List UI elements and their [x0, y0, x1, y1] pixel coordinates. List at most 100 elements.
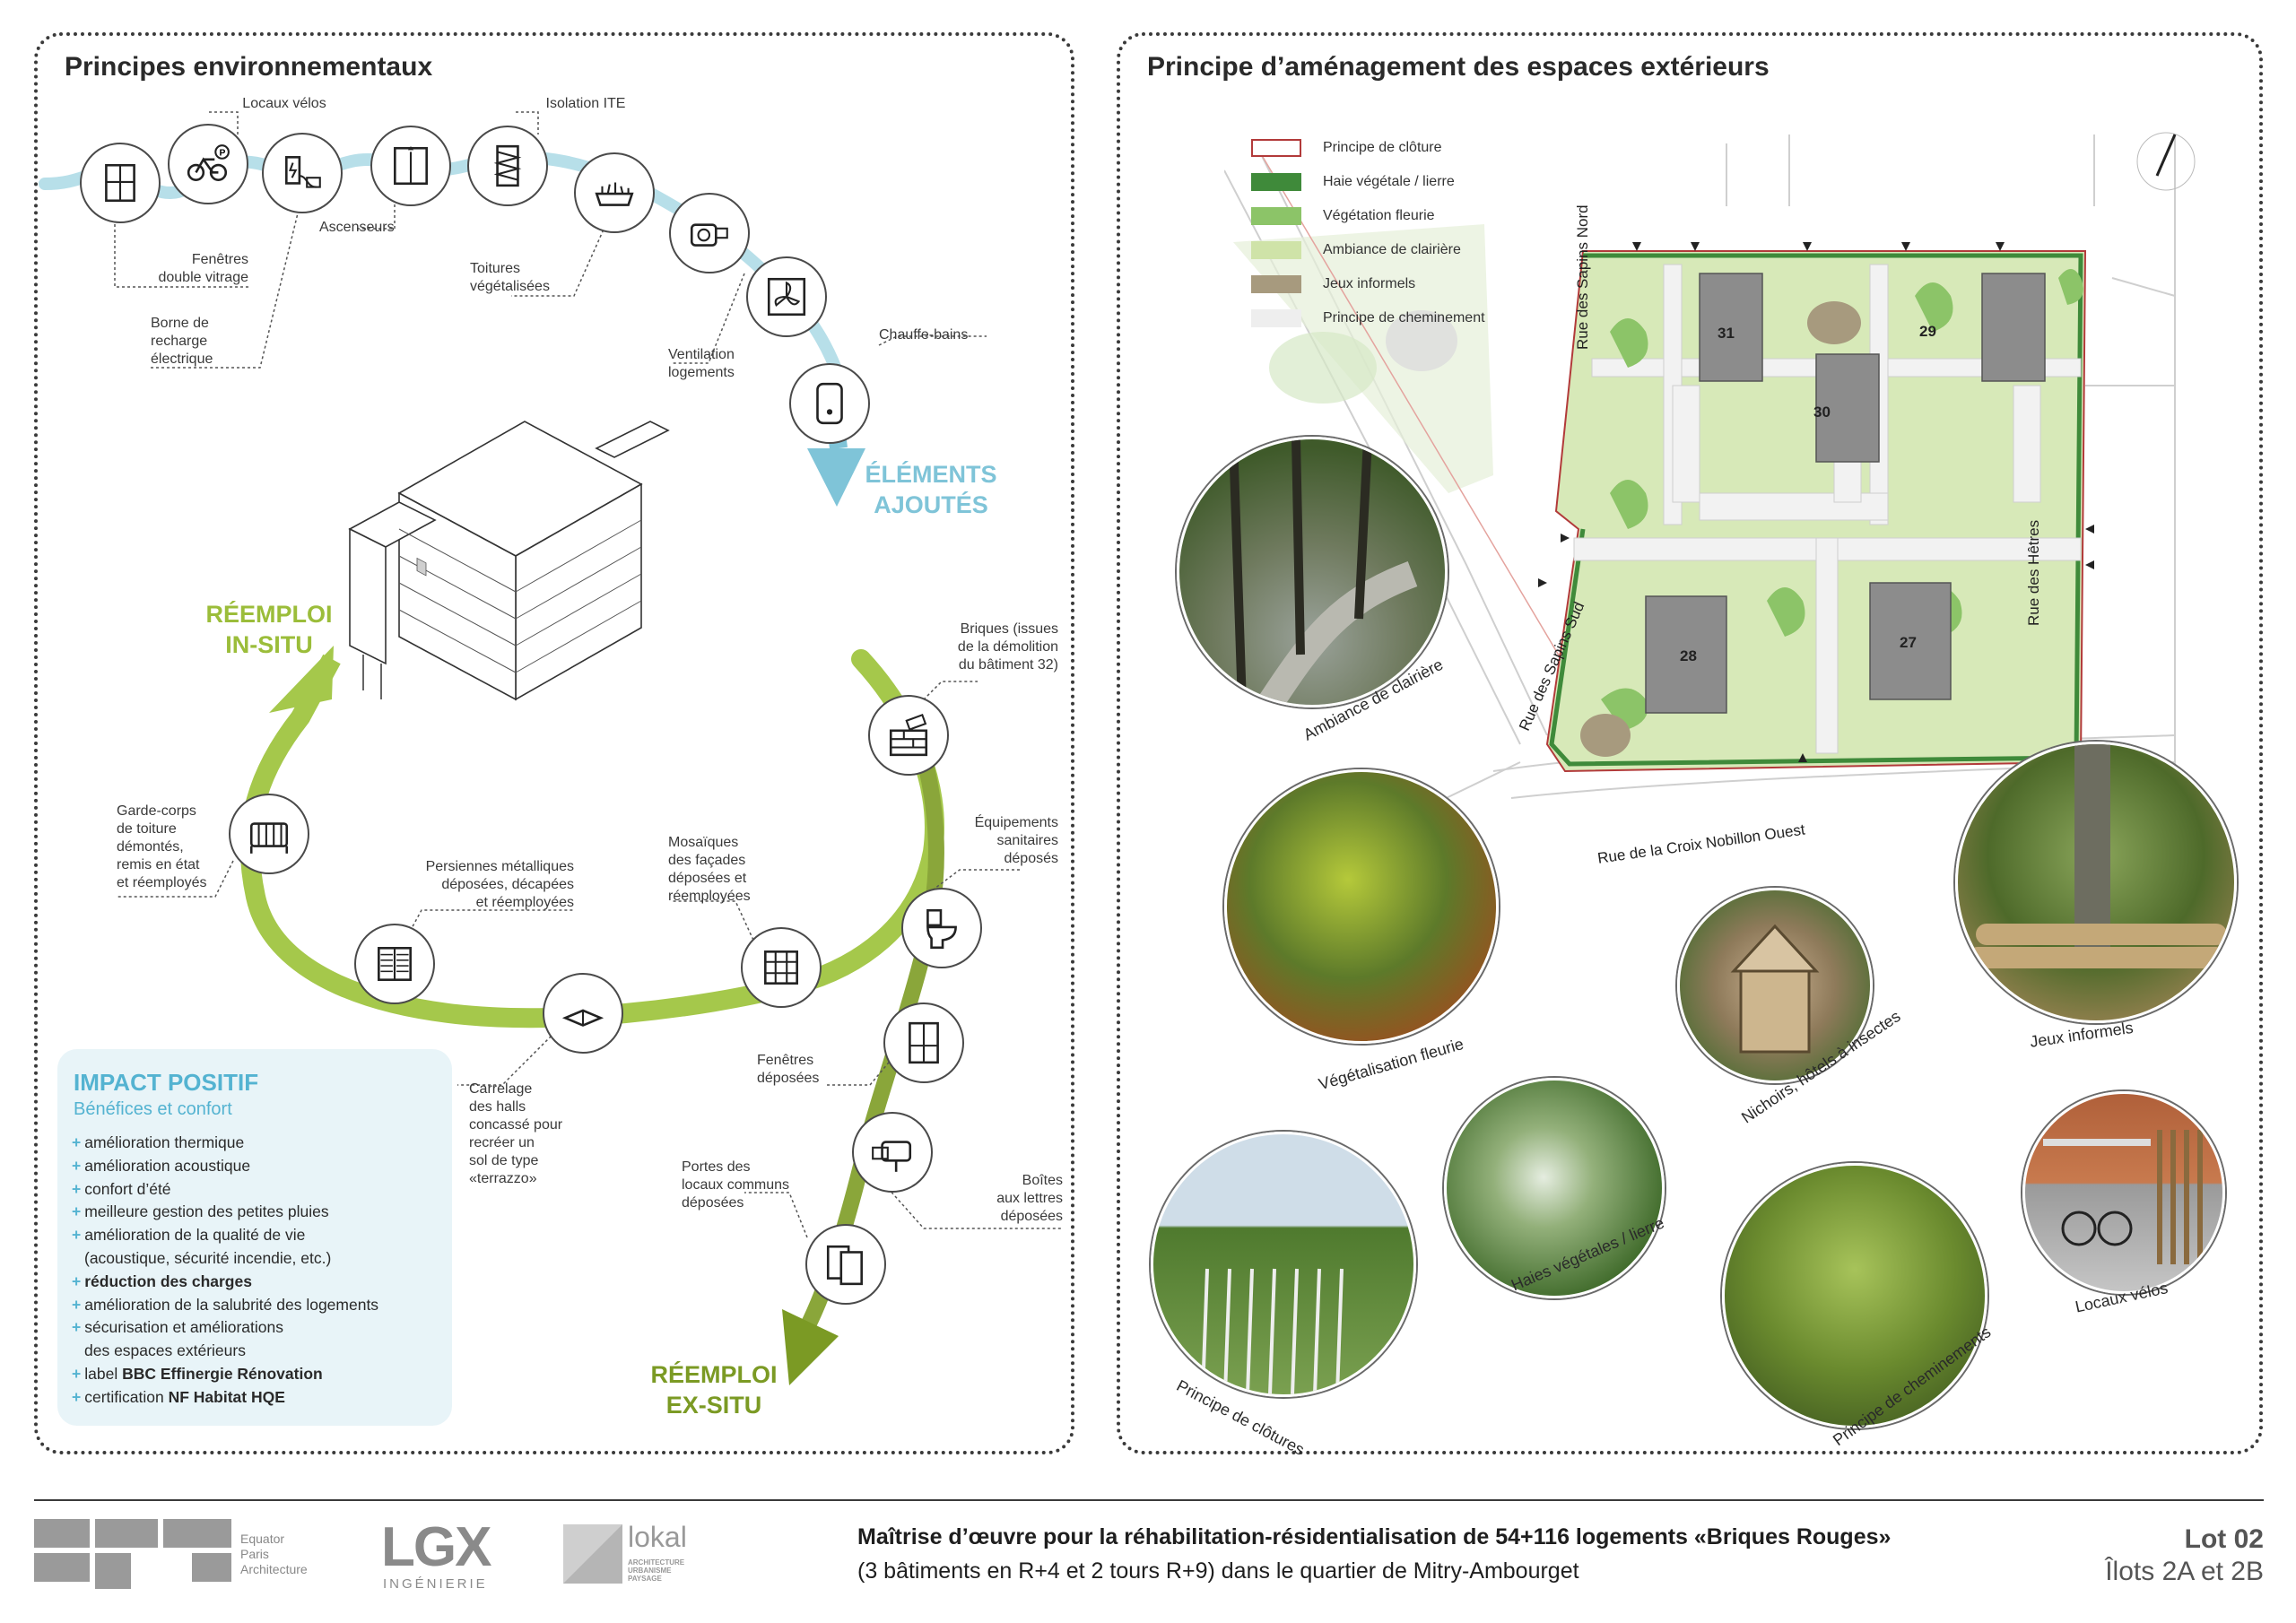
- elevator-icon-circle: [370, 126, 451, 206]
- doors-icon-circle: [805, 1224, 886, 1305]
- legend-label: Haie végétale / lierre: [1323, 174, 1455, 189]
- north-arrow-icon: [2136, 132, 2196, 191]
- building-31-label: 31: [1718, 325, 1735, 342]
- impact-title: IMPACT POSITIF: [74, 1069, 259, 1096]
- terrazzo-tiles-icon: [561, 1009, 604, 1027]
- fan-icon-circle: [746, 256, 827, 337]
- label-briques: Briques (issues de la démolition du bâti…: [957, 621, 1058, 673]
- doors-icon: [826, 1245, 863, 1286]
- impact-positif-box: IMPACT POSITIF Bénéfices et confort +amé…: [57, 1049, 452, 1426]
- toilet-icon: [926, 908, 957, 950]
- legend-label: Végétation fleurie: [1323, 208, 1435, 223]
- equator-logo: [34, 1519, 233, 1589]
- insulation-icon: [493, 144, 522, 187]
- metal-shutters-icon: [378, 947, 412, 981]
- mailbox-icon-circle: [852, 1112, 933, 1193]
- reemploi-in-situ-title: RÉEMPLOI IN-SITU: [205, 601, 333, 658]
- photo-ambiance-clairiere: [1177, 437, 1448, 707]
- water-heater-icon-circle: [789, 363, 870, 444]
- photo-locaux-velos: [2022, 1091, 2225, 1294]
- lokal-logo-text: lokal: [628, 1521, 687, 1553]
- legend-label: Ambiance de clairière: [1323, 242, 1461, 257]
- impact-item: +confort d’été: [72, 1179, 171, 1198]
- mosaic-tiles-icon: [764, 950, 798, 985]
- photo-vegetalisation-fleurie: [1224, 769, 1499, 1044]
- building-28: [1645, 595, 1727, 714]
- photo-haies-vegetales-lierre: [1444, 1078, 1665, 1298]
- impact-item: +amélioration de la qualité de vie: [72, 1226, 306, 1245]
- double-glazing-window-icon: [105, 163, 135, 203]
- label-garde-corps: Garde-corps de toiture démontés, remis e…: [117, 803, 207, 890]
- label-isolation-ite: Isolation ITE: [545, 96, 626, 111]
- legend-swatch: [1251, 309, 1301, 327]
- lokal-logo-shape: [563, 1524, 622, 1584]
- impact-item: +amélioration acoustique: [72, 1156, 251, 1175]
- water-heater-icon: [816, 382, 843, 425]
- project-title: Maîtrise d’œuvre pour la réhabilitation-…: [857, 1524, 1892, 1549]
- fence-photo-art: [1201, 1268, 1344, 1394]
- impact-item: des espaces extérieurs: [84, 1341, 246, 1360]
- building-31: [1699, 273, 1763, 382]
- impact-item: +amélioration de la salubrité des logeme…: [72, 1295, 379, 1314]
- label-mosaiques: Mosaïques des façades déposées et réempl…: [668, 835, 751, 904]
- footer-divider: [34, 1499, 2264, 1501]
- bricks-icon: [889, 714, 928, 757]
- ex-situ-arrow-head: [782, 1309, 839, 1385]
- window-removed-icon: [909, 1021, 939, 1064]
- legend-swatch: [1251, 241, 1301, 259]
- building-30-label: 30: [1813, 404, 1831, 421]
- legend-swatch: [1251, 207, 1301, 225]
- guardrail-icon: [249, 822, 289, 854]
- label-ventilation: Ventilation logements: [668, 347, 735, 380]
- label-portes: Portes des locaux communs déposées: [682, 1159, 790, 1211]
- panel-title: Principe d’aménagement des espaces extér…: [1147, 52, 1770, 82]
- building-27-label: 27: [1900, 634, 1917, 651]
- impact-item: +amélioration thermique: [72, 1133, 245, 1151]
- photo-principe-clotures: [1151, 1132, 1416, 1397]
- project-subtitle: (3 bâtiments en R+4 et 2 tours R+9) dans…: [857, 1558, 1579, 1584]
- label-fenetres-deposees: Fenêtres déposées: [757, 1053, 820, 1086]
- label-chauffe-bains: Chauffe-bains: [879, 327, 969, 343]
- ventilation-fan-icon: [767, 277, 806, 317]
- impact-item: (acoustique, sécurité incendie, etc.): [84, 1248, 332, 1267]
- tiles-icon-circle: [543, 973, 623, 1054]
- street-hetres: Rue des Hêtres: [2025, 519, 2042, 626]
- mosaic-icon-circle: [741, 927, 822, 1008]
- bicycle-parking-icon: P: [187, 144, 230, 181]
- bike-icon-circle: P: [168, 124, 248, 204]
- elements-ajoutes-title: ÉLÉMENTS AJOUTÉS: [865, 461, 997, 518]
- lokal-logo-mark: [563, 1524, 622, 1584]
- photo-nichoirs-hotels-insectes: [1677, 888, 1873, 1083]
- impact-benefits-list: +amélioration thermique +amélioration aco…: [72, 1132, 378, 1410]
- green-roof-icon-circle: [574, 152, 655, 233]
- building-29: [1981, 273, 2046, 382]
- svg-text:P: P: [219, 149, 225, 159]
- isometric-building-illustration: [348, 421, 670, 701]
- insulation-icon-circle: [467, 126, 548, 206]
- exterior-spaces-panel: Principe d’aménagement des espaces extér…: [1117, 32, 2263, 1454]
- street-sapins-nord: Rue des Sapins Nord: [1574, 204, 1591, 350]
- heat-pump-icon: [690, 223, 728, 247]
- building-29-label: 29: [1919, 323, 1936, 340]
- insect-hotel-art: [1730, 924, 1820, 1054]
- label-locaux-velos: Locaux vélos: [242, 96, 326, 111]
- clearing-photo-art: [1229, 439, 1418, 705]
- impact-subtitle: Bénéfices et confort: [74, 1099, 232, 1119]
- label-equipements-sanitaires: Équipements sanitaires déposés: [974, 815, 1058, 866]
- lot-number: Lot 02: [2184, 1524, 2264, 1554]
- legend-label: Jeux informels: [1323, 276, 1416, 291]
- impact-item: +label BBC Effinergie Rénovation: [72, 1364, 323, 1383]
- label-persiennes: Persiennes métalliques déposées, décapée…: [425, 859, 574, 910]
- window-removed-icon-circle: [883, 1002, 964, 1083]
- ventilation-unit-icon-circle: [669, 193, 750, 273]
- equator-logo-text: Equator Paris Architecture: [240, 1532, 308, 1576]
- bricks-icon-circle: [868, 695, 949, 776]
- legend-label: Principe de cheminement: [1323, 310, 1485, 325]
- added-arrow-head: [807, 448, 865, 507]
- reemploi-ex-situ-title: RÉEMPLOI EX-SITU: [650, 1361, 778, 1419]
- building-30: [1815, 353, 1880, 463]
- panel-title: Principes environnementaux: [65, 52, 433, 82]
- legend-swatch: [1251, 173, 1301, 191]
- elevator-icon: [394, 146, 428, 186]
- label-carrelage: Carrelage des halls concassé pour recrée…: [469, 1081, 563, 1186]
